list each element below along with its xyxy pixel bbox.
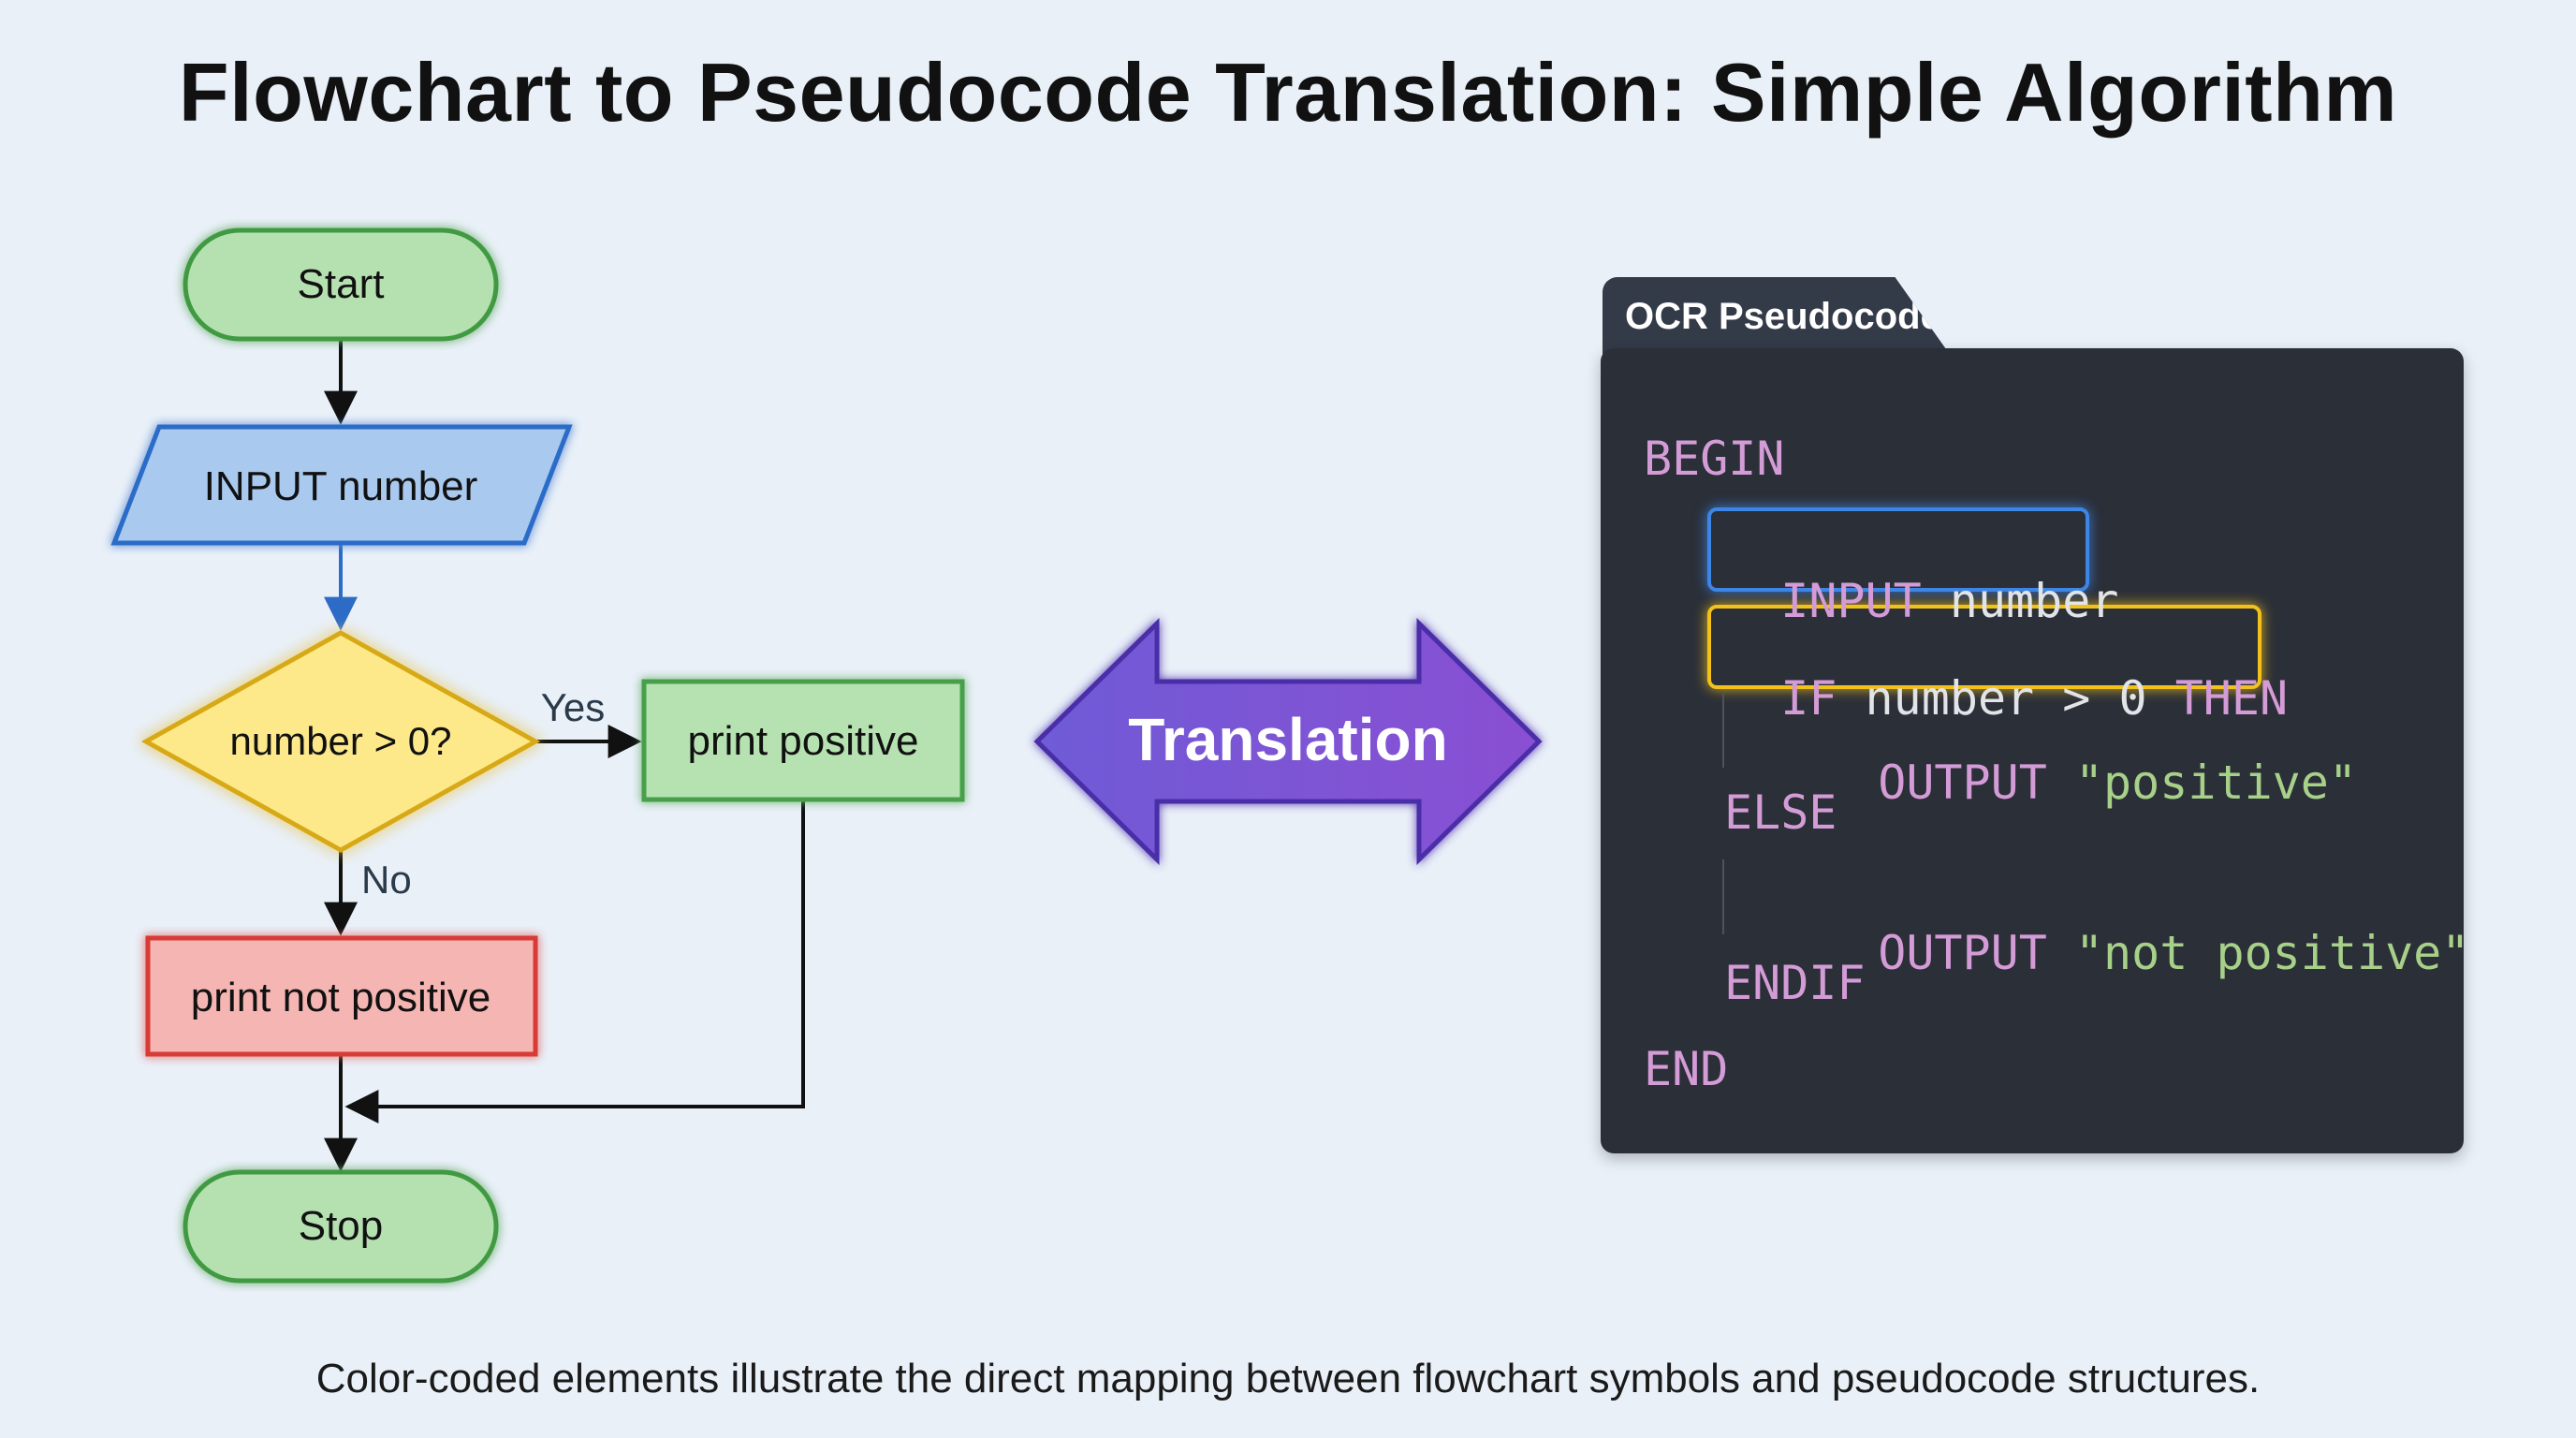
code-line-output-positive: OUTPUT "positive" [1822, 698, 2357, 811]
code-line-output-not-positive: OUTPUT "not positive" [1822, 869, 2469, 981]
page-title: Flowchart to Pseudocode Translation: Sim… [178, 46, 2398, 139]
stop-terminal [183, 1169, 499, 1284]
no-label: No [361, 858, 412, 902]
code-output1-space [2047, 756, 2075, 810]
print-not-positive-label: print not positive [191, 975, 490, 1020]
code-output2-string: "not positive" [2074, 926, 2470, 980]
code-line-endif: ENDIF [1724, 956, 1866, 1010]
code-line-begin: BEGIN [1644, 432, 1785, 486]
print-positive-box [641, 679, 965, 802]
indent-guide-if [1722, 693, 1724, 768]
code-line-input: INPUT number [1724, 517, 2118, 629]
code-line-if: IF number > 0 THEN [1724, 614, 2288, 726]
indent-guide-else [1722, 859, 1724, 934]
code-panel [1601, 348, 2464, 1153]
code-line-end: END [1644, 1042, 1729, 1096]
yes-label: Yes [541, 685, 606, 729]
code-if-keyword: IF [1780, 671, 1837, 726]
code-output2-space [2047, 926, 2075, 980]
translation-double-arrow [1033, 618, 1543, 865]
code-line-else: ELSE [1724, 785, 1837, 840]
if-line-highlight [1707, 605, 2261, 689]
start-label: Start [298, 261, 385, 307]
translation-label: Translation [1128, 706, 1447, 773]
decision-label: number > 0? [230, 719, 452, 763]
code-then-keyword: THEN [2174, 671, 2289, 726]
code-output1-keyword: OUTPUT [1878, 756, 2047, 810]
caption: Color-coded elements illustrate the dire… [315, 1356, 2261, 1401]
print-positive-label: print positive [687, 718, 918, 764]
code-input-variable: number [1949, 574, 2119, 628]
input-label: INPUT number [204, 463, 478, 509]
input-line-highlight [1707, 507, 2089, 592]
code-output2-keyword: OUTPUT [1878, 926, 2047, 980]
code-output1-string: "positive" [2074, 756, 2357, 810]
connector-positive-merge [344, 801, 805, 1123]
print-not-positive-box [145, 935, 538, 1057]
code-if-condition: number > 0 [1865, 671, 2147, 726]
stop-label: Stop [299, 1203, 384, 1249]
start-terminal [183, 227, 499, 342]
code-panel-tab[interactable]: OCR Pseudocode [1603, 277, 1951, 356]
code-input-keyword: INPUT [1780, 574, 1922, 628]
input-parallelogram [110, 424, 573, 546]
decision-diamond [140, 630, 541, 853]
